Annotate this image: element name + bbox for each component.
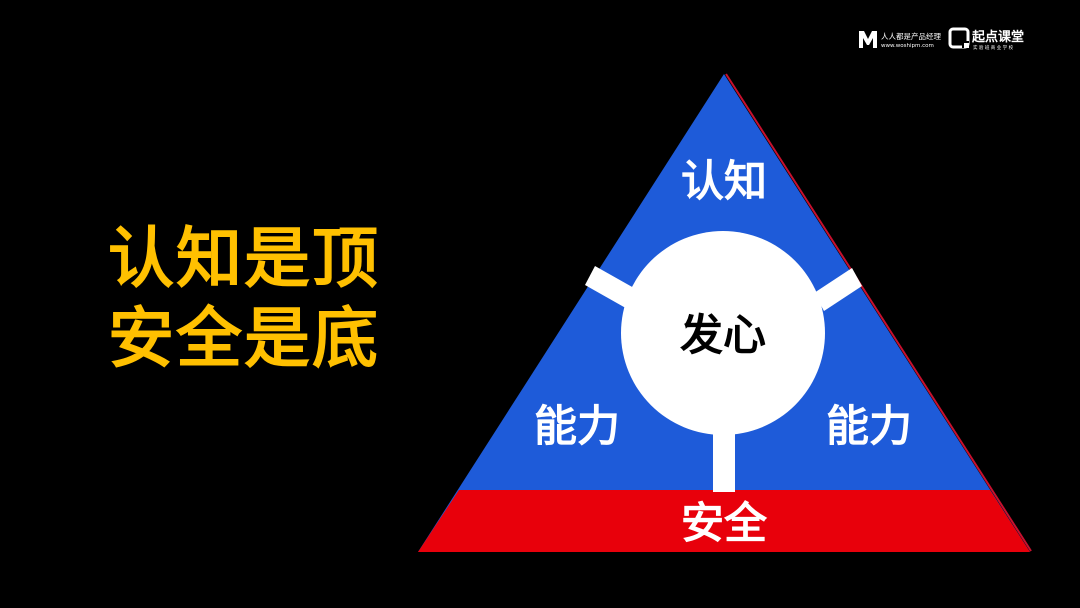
- headline-line-1: 认知是顶: [108, 220, 380, 297]
- renren-url: www.woshipm.com: [881, 43, 934, 49]
- renren-logo-icon: [859, 31, 877, 48]
- spoke-bottom: [713, 420, 735, 492]
- center-circle: [621, 231, 825, 435]
- spoke-right: [814, 268, 862, 311]
- pyramid-right-edge: [725, 73, 1032, 552]
- label-center: 发心: [680, 311, 766, 361]
- logo-area: 人人都是产品经理 www.woshipm.com 起点课堂 实 验 班 商 业 …: [859, 27, 1024, 51]
- label-top: 认知: [681, 157, 767, 207]
- renren-name: 人人都是产品经理: [881, 31, 941, 41]
- headline-line-2: 安全是底: [108, 300, 380, 377]
- label-base: 安全: [681, 499, 768, 549]
- qidian-tagline: 实 验 班 商 业 学 校: [973, 44, 1014, 51]
- label-right: 能力: [826, 402, 912, 452]
- qidian-logo-icon: [948, 27, 970, 49]
- label-left: 能力: [534, 402, 620, 452]
- pyramid-base-band: [418, 490, 1030, 552]
- qidian-name: 起点课堂: [971, 29, 1024, 45]
